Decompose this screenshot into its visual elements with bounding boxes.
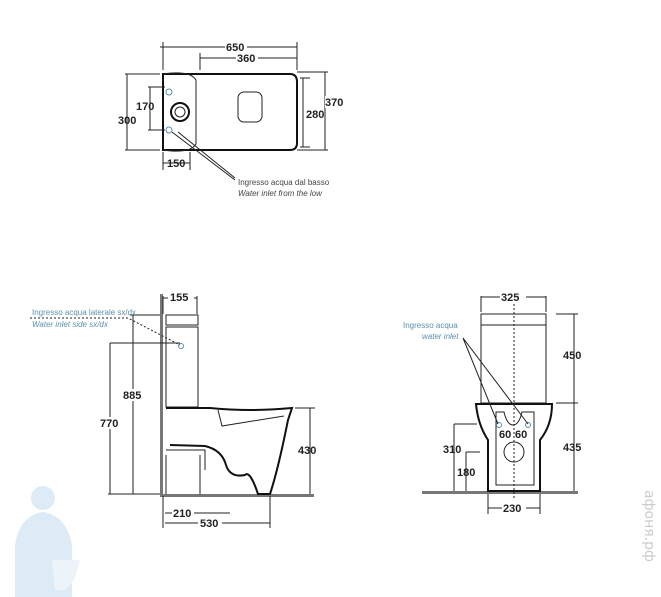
note-inlet-bottom-it: Ingresso acqua dal basso bbox=[238, 178, 330, 187]
dim-435: 435 bbox=[563, 442, 581, 454]
dim-370: 370 bbox=[325, 97, 343, 109]
dim-280: 280 bbox=[306, 109, 324, 121]
note-inlet-side-en: Water inlet side sx/dx bbox=[32, 320, 109, 329]
front-view: 325 450 435 310 180 230 60 60 Ingresso a… bbox=[403, 291, 581, 515]
plumber-mascot-logo bbox=[15, 486, 80, 597]
dim-310: 310 bbox=[443, 444, 461, 456]
watermark: афоня.рф bbox=[641, 490, 657, 562]
dim-60-right: 60 bbox=[515, 429, 527, 441]
dim-230: 230 bbox=[503, 503, 521, 515]
dim-300: 300 bbox=[118, 115, 136, 127]
dim-530: 530 bbox=[200, 518, 218, 530]
note-inlet-side-it: Ingresso acqua laterale sx/dx bbox=[32, 308, 136, 317]
dim-650: 650 bbox=[226, 42, 244, 54]
dim-180: 180 bbox=[457, 467, 475, 479]
dim-430: 430 bbox=[298, 445, 316, 457]
dim-60-left: 60 bbox=[499, 429, 511, 441]
top-view: 650 360 370 280 300 170 150 Ingresso acq… bbox=[118, 41, 347, 198]
dim-885: 885 bbox=[123, 390, 141, 402]
side-view: 155 885 770 430 210 530 Ingresso acqua l… bbox=[30, 291, 316, 530]
dim-450: 450 bbox=[563, 350, 581, 362]
dim-150: 150 bbox=[167, 158, 185, 170]
dim-770: 770 bbox=[100, 418, 118, 430]
dim-210: 210 bbox=[173, 508, 191, 520]
dim-170: 170 bbox=[136, 101, 154, 113]
note-inlet-front-it: Ingresso acqua bbox=[403, 321, 458, 330]
dim-155: 155 bbox=[170, 292, 188, 304]
dim-325: 325 bbox=[501, 292, 519, 304]
note-inlet-front-en: water inlet bbox=[422, 332, 459, 341]
note-inlet-bottom-en: Water inlet from the low bbox=[238, 189, 323, 198]
dim-360: 360 bbox=[237, 53, 255, 65]
